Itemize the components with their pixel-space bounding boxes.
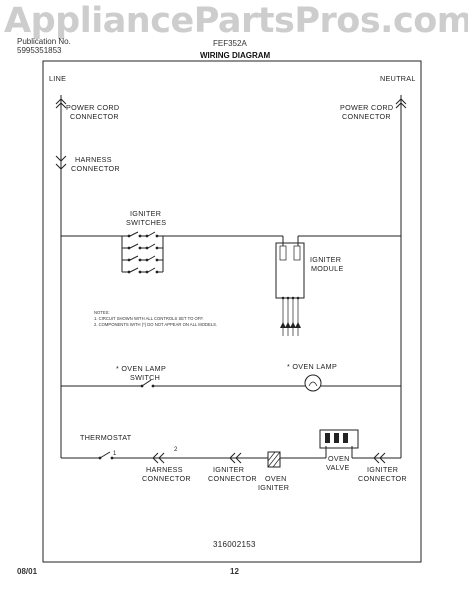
model-number: FEF352A — [213, 39, 247, 48]
oven-igniter-label-2: IGNITER — [258, 483, 290, 492]
oven-lamp-switch-blade — [141, 379, 152, 387]
igniter-module-label-1: IGNITER — [310, 255, 342, 264]
notes-heading: NOTES: — [94, 310, 110, 315]
note-2: 2. COMPONENTS WITH (*) DO NOT APPEAR ON … — [94, 322, 218, 327]
oven-igniter-label-1: OVEN — [265, 474, 287, 483]
igniter-connector-right-label-1: IGNITER — [367, 465, 399, 474]
diagram-border — [42, 60, 422, 563]
power-cord-connector-left-mark — [55, 98, 67, 105]
footer-date: 08/01 — [17, 567, 38, 576]
neutral-label: NEUTRAL — [380, 74, 416, 83]
igniter-connector-label-1: IGNITER — [213, 465, 245, 474]
power-cord-connector-right-mark-2 — [395, 102, 407, 109]
igniter-connector-label-2: CONNECTOR — [208, 474, 257, 483]
igniter-module-outputs — [280, 296, 301, 336]
line-label: LINE — [49, 74, 67, 83]
diagram-title: WIRING DIAGRAM — [200, 51, 271, 60]
igniter-switches-label-1: IGNITER — [130, 209, 162, 218]
note-1: 1. CIRCUIT SHOWN WITH ALL CONTROLS SET T… — [94, 316, 204, 321]
oven-lamp-switch-label-2: SWITCH — [130, 373, 161, 382]
oven-valve-label-2: VALVE — [326, 463, 350, 472]
igniter-module-label-2: MODULE — [311, 264, 344, 273]
igniter-module-box — [275, 242, 305, 299]
oven-igniter-element — [267, 451, 281, 468]
power-cord-connector-right-label-1: POWER CORD — [340, 103, 394, 112]
harness-connector-top-mark-2 — [55, 163, 67, 170]
oven-valve-box — [319, 429, 359, 449]
power-cord-connector-right-mark — [395, 98, 407, 105]
igniter-switch-contacts — [122, 231, 163, 274]
harness-connector-bottom-mark — [152, 452, 159, 464]
igniter-connector-mark — [229, 452, 236, 464]
harness-connector-top-mark — [55, 155, 67, 162]
footer-page-number: 12 — [230, 567, 239, 576]
igniter-switches-label-2: SWITCHES — [126, 218, 167, 227]
publication-number: 5995351853 — [17, 46, 62, 55]
harness-connector-bottom-label-2: CONNECTOR — [142, 474, 191, 483]
power-cord-connector-left-label-2: CONNECTOR — [70, 112, 119, 121]
power-cord-connector-right-label-2: CONNECTOR — [342, 112, 391, 121]
power-cord-connector-left-label-1: POWER CORD — [66, 103, 120, 112]
power-cord-connector-left-mark-2 — [55, 102, 67, 109]
oven-lamp-switch-label-1: * OVEN LAMP — [116, 364, 167, 373]
thermostat-label: THERMOSTAT — [80, 433, 132, 442]
igniter-connector-right-label-2: CONNECTOR — [358, 474, 407, 483]
harness-connector-bottom-label-1: HARNESS — [146, 465, 183, 474]
oven-valve-label-1: OVEN — [328, 454, 350, 463]
thermostat-blade — [99, 451, 111, 459]
oven-lamp-label: * OVEN LAMP — [287, 362, 338, 371]
igniter-connector-right-mark — [373, 452, 380, 464]
terminal-2-label: 2 — [174, 447, 178, 453]
harness-connector-top-label-2: CONNECTOR — [71, 164, 120, 173]
diagram-number: 316002153 — [213, 540, 256, 549]
oven-lamp-bulb — [304, 374, 322, 392]
harness-connector-top-label-1: HARNESS — [75, 155, 112, 164]
publication-label: Publication No. — [17, 37, 71, 46]
terminal-1-label: 1 — [113, 451, 117, 457]
watermark-logo: AppliancePartsPros.com — [4, 1, 468, 41]
